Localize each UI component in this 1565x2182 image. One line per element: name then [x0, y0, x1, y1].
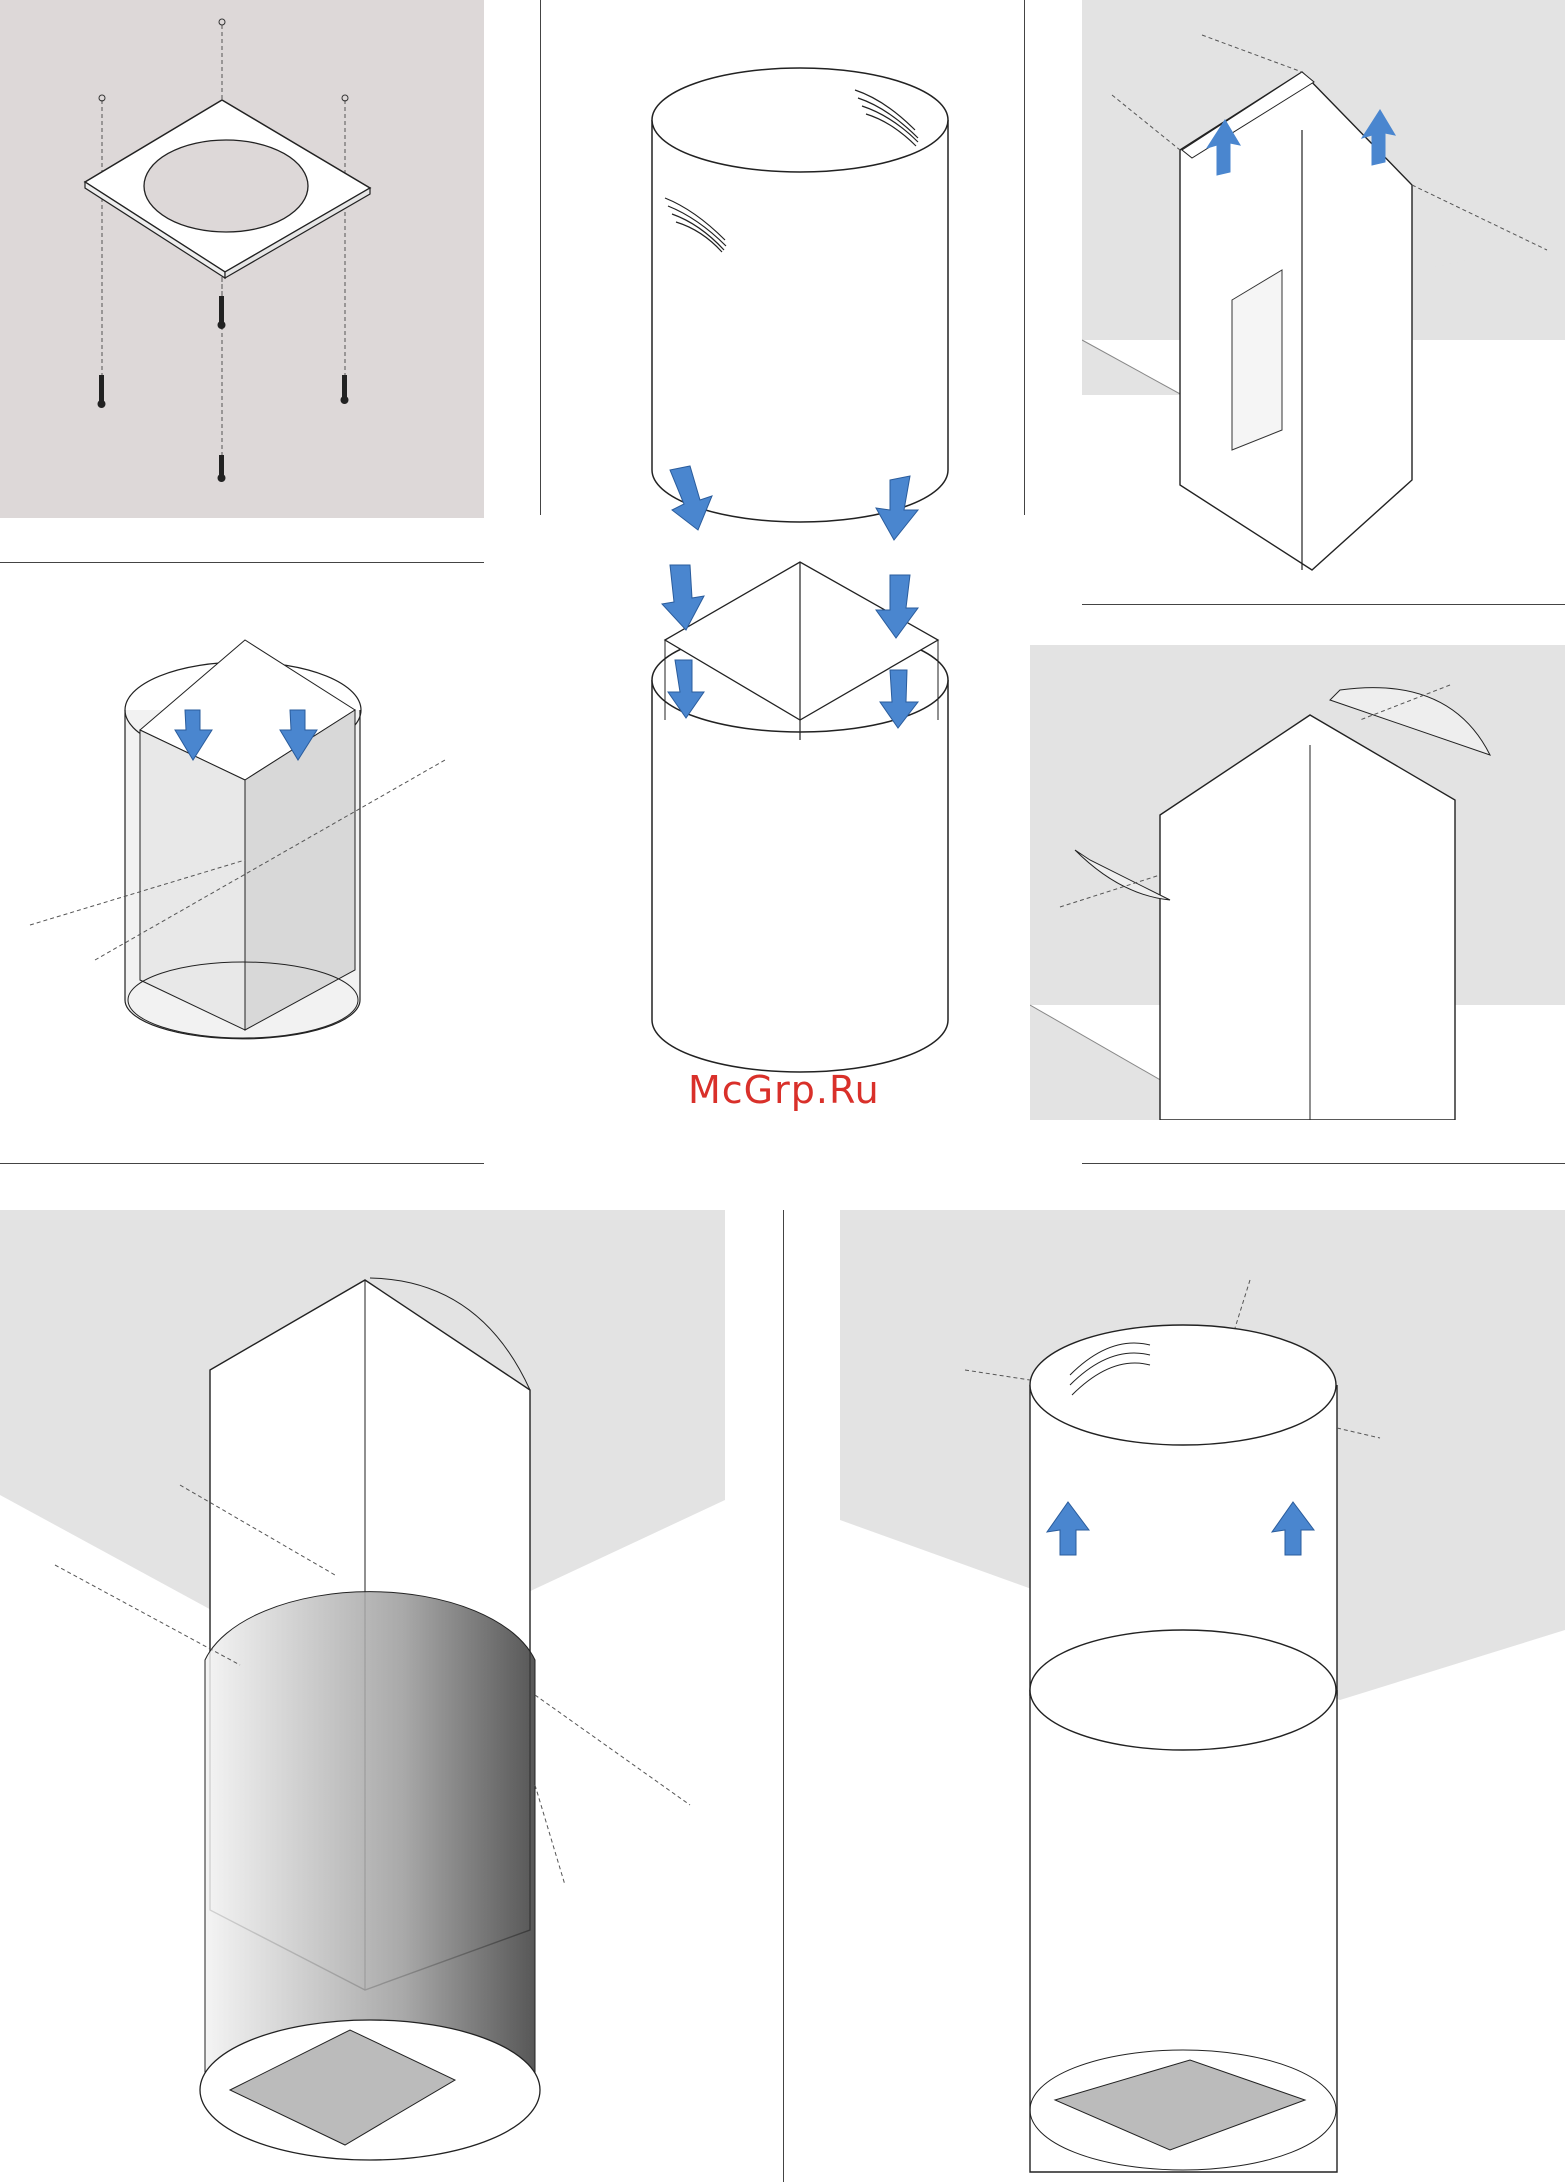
divider-h-right-1 [1082, 604, 1565, 605]
divider-v-top-1 [540, 0, 541, 515]
divider-h-right-2 [1082, 1163, 1565, 1164]
watermark-text: McGrp.Ru [688, 1068, 880, 1112]
step-5-half-ring-brackets [1030, 645, 1565, 1120]
step-7-drawing [840, 1210, 1565, 2182]
step-1-drawing [0, 0, 484, 518]
divider-h-left-2 [0, 1163, 484, 1164]
divider-v-top-2 [1024, 0, 1025, 515]
step-3-frame-to-bracket [1082, 0, 1565, 590]
step-2-cylinder-over-frame [600, 20, 1000, 1080]
step-4-frame-with-motor [0, 600, 484, 1120]
divider-h-left-1 [0, 562, 484, 563]
divider-v-bottom [783, 1210, 784, 2182]
step-6-frame-lower-cylinder [0, 1210, 760, 2182]
step-1-mounting-plate [0, 0, 484, 518]
step-6-drawing [0, 1210, 760, 2182]
step-2-drawing [600, 20, 1000, 1080]
step-3-drawing [1082, 0, 1565, 590]
step-7-upper-cylinder [840, 1210, 1565, 2182]
step-5-drawing [1030, 645, 1565, 1120]
step-4-drawing [0, 600, 484, 1120]
